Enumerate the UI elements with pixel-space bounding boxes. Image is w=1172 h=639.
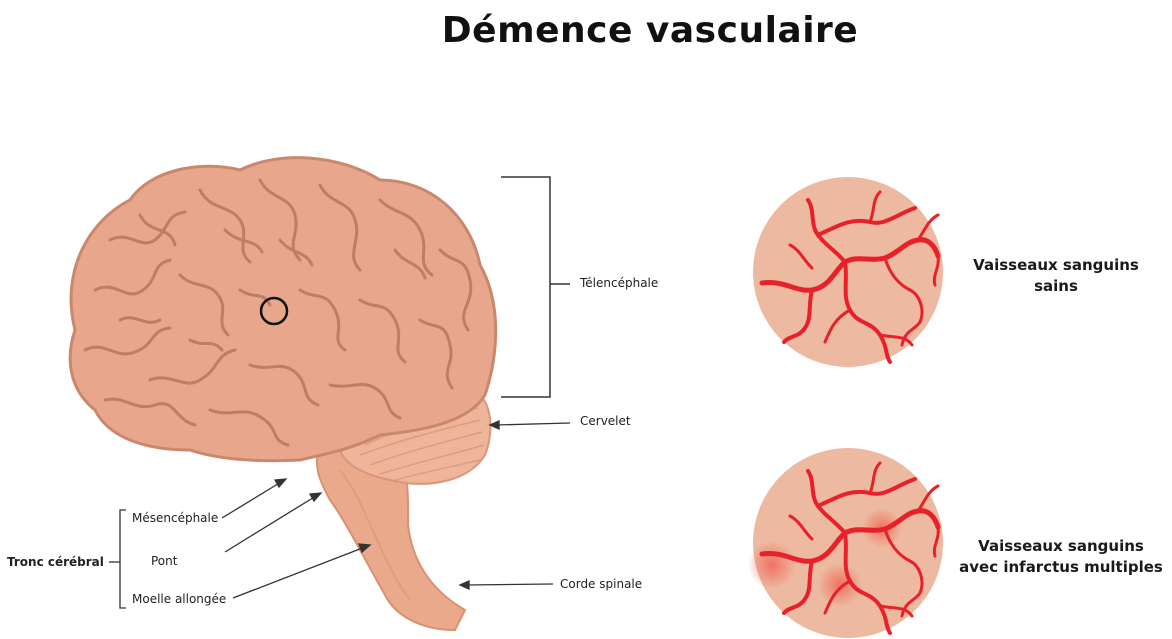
healthy-vessels-circle xyxy=(753,177,943,367)
infarct-line-1: Vaisseaux sanguins xyxy=(956,536,1166,557)
label-mesencephale: Mésencéphale xyxy=(132,511,218,525)
label-infarct-vessels: Vaisseaux sanguins avec infarctus multip… xyxy=(956,536,1166,578)
tronc-bracket xyxy=(109,510,126,608)
healthy-line-2: sains xyxy=(956,276,1156,297)
healthy-line-1: Vaisseaux sanguins xyxy=(956,255,1156,276)
infarct-vessels-circle xyxy=(748,448,943,638)
label-telencephale: Télencéphale xyxy=(580,276,658,290)
label-healthy-vessels: Vaisseaux sanguins sains xyxy=(956,255,1156,297)
cervelet-arrow xyxy=(490,421,570,429)
label-tronc-cerebral: Tronc cérébral xyxy=(7,555,104,569)
label-moelle-allongee: Moelle allongée xyxy=(132,592,226,606)
label-cervelet: Cervelet xyxy=(580,414,631,428)
label-corde-spinale: Corde spinale xyxy=(560,577,642,591)
label-pont: Pont xyxy=(151,554,177,568)
cerebrum xyxy=(70,158,496,461)
telencephale-bracket xyxy=(501,177,570,397)
infarct-line-2: avec infarctus multiples xyxy=(956,557,1166,578)
